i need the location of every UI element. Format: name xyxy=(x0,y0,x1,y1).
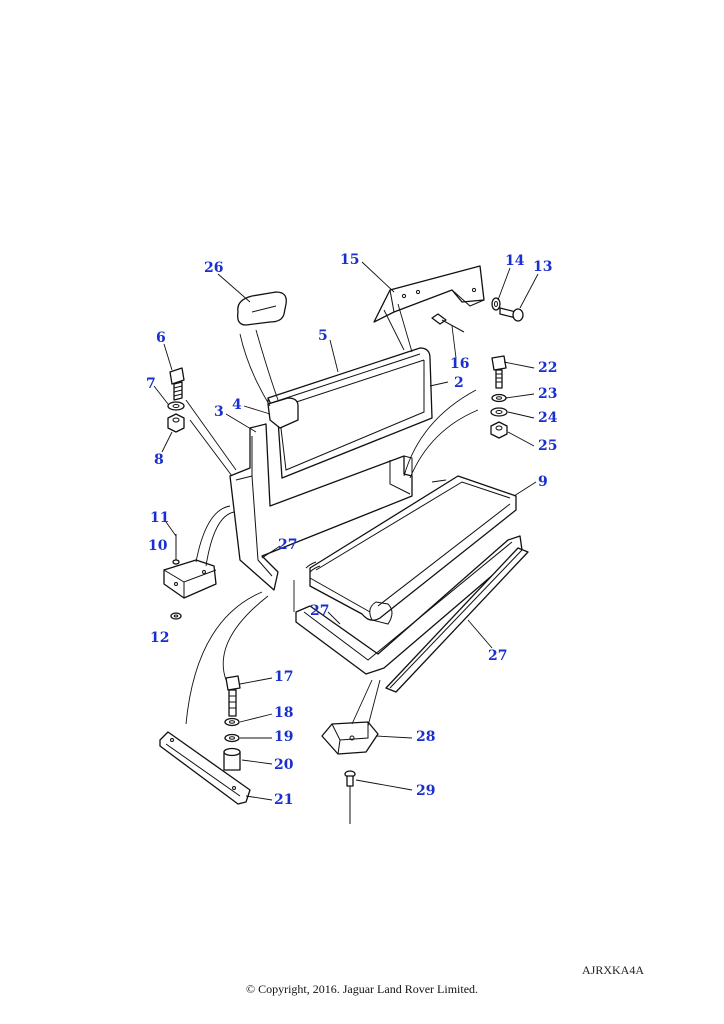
nut-25 xyxy=(490,421,508,439)
seat-cushion xyxy=(305,475,517,625)
callout-14: 14 xyxy=(505,253,525,269)
washer-19 xyxy=(224,733,240,743)
callout-3: 3 xyxy=(214,404,224,420)
callout-13: 13 xyxy=(533,259,552,275)
callout-20: 20 xyxy=(274,757,294,773)
washer-23 xyxy=(491,393,507,403)
rivet-11 xyxy=(172,534,180,565)
reference-code: AJRXKA4A xyxy=(581,963,644,977)
washer-7 xyxy=(167,401,185,411)
lower-bracket xyxy=(159,731,251,805)
callout-25: 25 xyxy=(538,438,557,454)
callout-11: 11 xyxy=(150,510,169,526)
nut-8 xyxy=(167,413,185,433)
seat-base-frame xyxy=(295,535,523,675)
copyright-notice: © Copyright, 2016. Jaguar Land Rover Lim… xyxy=(245,982,479,996)
bracket-10 xyxy=(163,559,217,599)
callout-27-rail: 27 xyxy=(488,648,507,664)
washer-24 xyxy=(490,407,508,417)
bolt-22 xyxy=(491,355,507,389)
callout-7: 7 xyxy=(146,376,156,392)
end-cap xyxy=(267,397,299,429)
armrest-pad xyxy=(237,291,287,326)
callout-19: 19 xyxy=(274,729,293,745)
callout-4: 4 xyxy=(232,397,242,413)
runner-rail xyxy=(385,547,529,693)
callout-27-base: 27 xyxy=(310,603,329,619)
callout-10: 10 xyxy=(148,538,168,554)
callout-leaders xyxy=(153,261,539,801)
assembly-lines xyxy=(185,303,479,727)
callout-5: 5 xyxy=(318,328,328,344)
pin-16 xyxy=(431,313,465,333)
callout-16: 16 xyxy=(450,356,469,372)
spacer-20 xyxy=(223,747,241,771)
rivet-29 xyxy=(344,770,356,824)
callout-26: 26 xyxy=(204,260,223,276)
bolt-17 xyxy=(225,675,241,717)
callout-23: 23 xyxy=(538,386,557,402)
callout-22: 22 xyxy=(538,360,557,376)
callout-24: 24 xyxy=(538,410,558,426)
callout-9: 9 xyxy=(538,474,548,490)
callout-labels: 26 15 14 13 6 5 16 22 7 2 23 3 4 24 8 25… xyxy=(146,252,558,808)
callout-17: 17 xyxy=(274,669,293,685)
callout-8: 8 xyxy=(154,452,164,468)
foot-mount xyxy=(321,721,379,755)
callout-28: 28 xyxy=(416,729,435,745)
callout-18: 18 xyxy=(274,705,293,721)
washer-14 xyxy=(491,297,501,311)
screw-13 xyxy=(499,307,524,322)
callout-12: 12 xyxy=(150,630,169,646)
washer-12 xyxy=(170,612,182,620)
callout-21: 21 xyxy=(274,792,293,808)
callout-2: 2 xyxy=(454,375,464,391)
bolt-6 xyxy=(169,367,185,401)
callout-27-back: 27 xyxy=(278,537,297,553)
callout-29: 29 xyxy=(416,783,435,799)
callout-15: 15 xyxy=(340,252,359,268)
washer-18 xyxy=(224,717,240,727)
backrest-bracket xyxy=(373,265,485,323)
callout-6: 6 xyxy=(156,330,166,346)
